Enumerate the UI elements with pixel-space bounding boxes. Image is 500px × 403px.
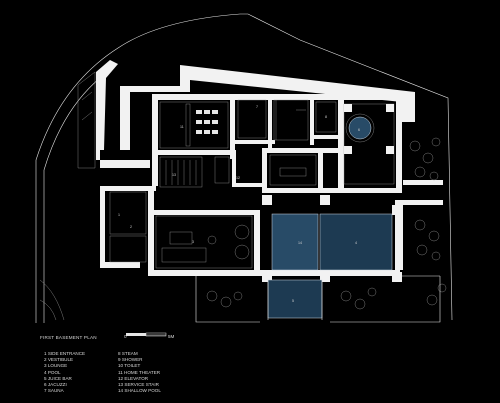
terrace-boundary xyxy=(195,275,441,323)
legend-item: 1 SIDE ENTRANCE xyxy=(44,351,86,356)
legend-item: 6 JACUZZI xyxy=(44,381,67,387)
legend: FIRST BASEMENT PLAN 0 5M 1 SIDE ENTRANCE… xyxy=(40,331,280,403)
ramp-left xyxy=(77,71,96,169)
shallow-pool xyxy=(271,213,319,271)
legend-item: 3 LOUNGE xyxy=(44,363,68,369)
room-label-home-theater: 11 xyxy=(180,125,184,129)
legend-column-left: 1 SIDE ENTRANCE 2 VESTIBULE 3 LOUNGE 4 P… xyxy=(44,351,85,394)
legend-item: 2 VESTIBULE xyxy=(44,357,74,363)
room-label-pool: 4 xyxy=(355,241,357,245)
legend-item: 9 SHOWER xyxy=(118,357,143,363)
retaining-wall xyxy=(96,60,415,168)
jacuzzi-room xyxy=(343,103,395,185)
entry-path xyxy=(39,279,65,321)
room-label-side-entrance: 1 xyxy=(118,213,120,217)
pool-extension xyxy=(267,279,323,319)
legend-item: 10 TOILET xyxy=(118,363,141,369)
legend-column-right: 8 STEAM 9 SHOWER 10 TOILET 11 HOME THEAT… xyxy=(118,351,161,394)
room-label-elevator: 12 xyxy=(236,176,240,180)
legend-item: 8 STEAM xyxy=(118,351,138,356)
site-boundary xyxy=(35,13,453,323)
room-label-vestibule: 2 xyxy=(130,225,132,229)
legend-item: 13 SERVICE STAIR xyxy=(118,381,159,387)
legend-item: 14 SHALLOW POOL xyxy=(118,388,161,394)
legend-item: 4 POOL xyxy=(44,369,61,375)
room-label-shallow-pool: 14 xyxy=(298,241,302,245)
plan-title: FIRST BASEMENT PLAN xyxy=(40,335,97,340)
lounge-furniture xyxy=(169,224,250,260)
building-walls xyxy=(100,94,443,282)
room-label-steam: 8 xyxy=(325,115,327,119)
interior-lines xyxy=(109,99,337,269)
scale-unit-label: 5M xyxy=(168,334,175,339)
room-label-sauna: 7 xyxy=(256,105,258,109)
legend-item: 12 ELEVATOR xyxy=(118,375,149,381)
main-pool xyxy=(319,213,393,271)
room-label-juice-bar: 5 xyxy=(292,299,294,303)
site-boundary-inner xyxy=(43,77,101,323)
room-label-jacuzzi: 6 xyxy=(358,128,360,132)
theater-seats xyxy=(196,110,218,134)
landscape-trees xyxy=(206,137,447,310)
room-label-service-stair: 13 xyxy=(172,173,176,177)
legend-item: 7 SAUNA xyxy=(44,388,64,394)
scale-zero-label: 0 xyxy=(124,334,127,339)
room-label-lounge: 3 xyxy=(192,240,194,244)
scale-bar xyxy=(126,332,167,337)
legend-item: 5 JUICE BAR xyxy=(44,375,72,381)
legend-item: 11 HOME THEATER xyxy=(118,369,161,375)
